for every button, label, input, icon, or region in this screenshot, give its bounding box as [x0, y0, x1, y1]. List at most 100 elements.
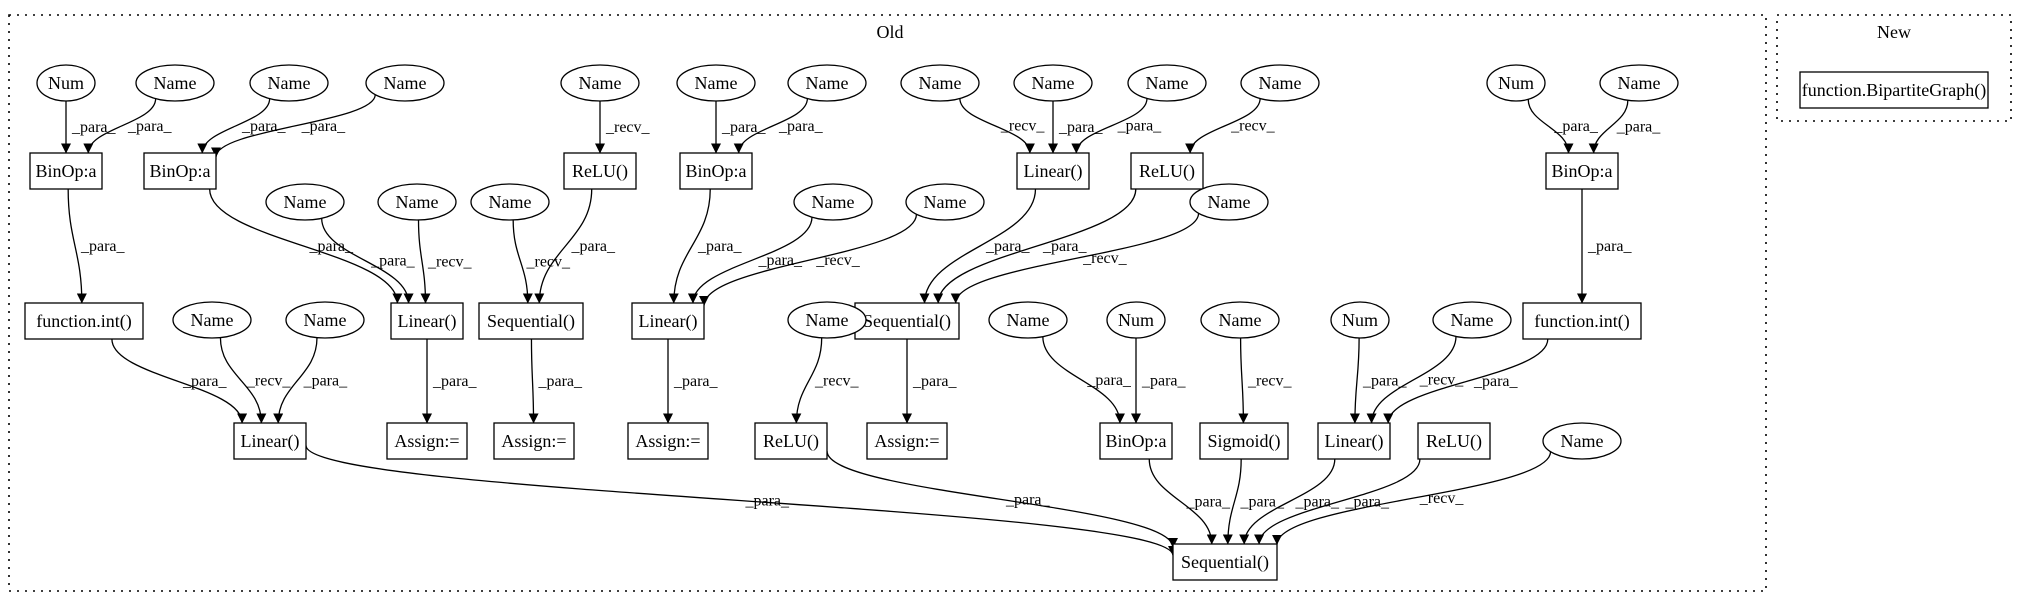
edge-label: _para_ — [1345, 494, 1391, 511]
name-node-u: Name — [787, 301, 867, 339]
name-node-p-label: Name — [489, 192, 532, 212]
name-node-o-label: Name — [396, 192, 439, 212]
sigmoid-node: Sigmoid() — [1199, 422, 1289, 460]
linear-4-node-label: Linear() — [1325, 431, 1384, 452]
name-node-aa-label: Name — [1451, 310, 1494, 330]
edge-label: _para_ — [1117, 118, 1163, 135]
cluster-old-title: Old — [877, 22, 904, 42]
edge-name-s-to-linear-1 — [219, 337, 267, 424]
edge-label: _para_ — [721, 119, 767, 136]
name-node-q: Name — [793, 183, 873, 221]
clusters: Old New — [8, 14, 2012, 592]
relu-1-node-shape — [563, 152, 637, 190]
name-node-h-shape — [900, 64, 980, 102]
name-node-e-label: Name — [579, 73, 622, 93]
num-node-w-label: Num — [1118, 310, 1154, 330]
linear-3-node: Linear() — [631, 302, 705, 340]
name-node-m-label: Name — [1618, 73, 1661, 93]
num-node-l-shape — [1486, 64, 1546, 102]
name-node-r-shape — [905, 183, 985, 221]
assign-4-node: Assign:= — [866, 422, 948, 460]
edge-label: _para_ — [1473, 373, 1519, 390]
binop-2-node: BinOp:a — [143, 152, 217, 190]
edge-name-u-to-relu-3 — [791, 337, 823, 424]
bipartite-node-shape — [1799, 71, 1989, 109]
assign-1-node-label: Assign:= — [394, 431, 459, 451]
bipartite-node: function.BipartiteGraph() — [1799, 71, 1989, 109]
name-node-o: Name — [377, 183, 457, 221]
name-node-k-shape — [1240, 64, 1320, 102]
binop-5-node-label: BinOp:a — [1106, 431, 1167, 451]
edge-label: _recv_ — [1419, 490, 1465, 507]
edge-linear-1-to-sequential-main — [305, 445, 1178, 556]
cluster-old-frame — [8, 14, 1767, 592]
name-node-v-shape — [1189, 183, 1269, 221]
assign-1-node: Assign:= — [386, 422, 468, 460]
relu-4-node-label: ReLU() — [1426, 431, 1482, 452]
edge-label: _recv_ — [1082, 250, 1128, 267]
binop-4-node-label: BinOp:a — [1552, 161, 1613, 181]
edge-label: _para_ — [1141, 373, 1187, 390]
edge-label: _recv_ — [815, 252, 861, 269]
assign-2-node: Assign:= — [493, 422, 575, 460]
name-node-d-label: Name — [384, 73, 427, 93]
relu-3-node-shape — [754, 422, 828, 460]
edge-label: _recv_ — [246, 372, 292, 389]
assign-3-node-shape — [627, 422, 709, 460]
num-node-y-shape — [1330, 301, 1390, 339]
linear-2-node: Linear() — [390, 302, 464, 340]
sequential-2-node-shape — [854, 302, 960, 340]
name-node-d: Name — [365, 64, 445, 102]
edge-label: _para_ — [1295, 494, 1341, 511]
edge-label: _para_ — [182, 373, 228, 390]
binop-1-node-shape — [29, 152, 103, 190]
func-int-2-node-shape — [1522, 302, 1642, 340]
sequential-main-node-label: Sequential() — [1181, 552, 1269, 573]
name-node-f: Name — [676, 64, 756, 102]
name-node-c-shape — [249, 64, 329, 102]
linear-3-node-shape — [631, 302, 705, 340]
name-node-z-label: Name — [1219, 310, 1262, 330]
name-node-h: Name — [900, 64, 980, 102]
name-node-s-shape — [172, 301, 252, 339]
num-node-w: Num — [1106, 301, 1166, 339]
num-node-l-label: Num — [1498, 73, 1534, 93]
name-node-k-label: Name — [1259, 73, 1302, 93]
edge-binop-1-to-func-int-1 — [67, 188, 87, 304]
edge-label: _para_ — [241, 118, 287, 135]
name-node-g: Name — [787, 64, 867, 102]
name-node-x-label: Name — [1007, 310, 1050, 330]
edge-label: _para_ — [1005, 491, 1051, 508]
name-node-t-label: Name — [304, 310, 347, 330]
name-node-n-shape — [265, 183, 345, 221]
edge-relu-1-to-sequential-1 — [534, 188, 593, 304]
name-node-z: Name — [1200, 301, 1280, 339]
relu-3-node-label: ReLU() — [763, 431, 819, 452]
sequential-1-node: Sequential() — [478, 302, 584, 340]
linear-1-node-label: Linear() — [241, 431, 300, 452]
edge-func-int-2-to-linear-4 — [1383, 338, 1549, 424]
linear-4-node: Linear() — [1317, 422, 1391, 460]
edge-label: _para_ — [673, 373, 719, 390]
edge-label: _para_ — [301, 118, 347, 135]
edge-label: _recv_ — [427, 253, 473, 270]
name-node-m-shape — [1599, 64, 1679, 102]
assign-4-node-shape — [866, 422, 948, 460]
name-node-p: Name — [470, 183, 550, 221]
edge-name-n-to-linear-2 — [321, 218, 414, 304]
name-node-ab2-shape — [1542, 422, 1622, 460]
edge-name-k-to-relu-2 — [1185, 98, 1261, 154]
edge-label: _para_ — [745, 492, 791, 509]
name-node-e: Name — [560, 64, 640, 102]
name-node-t-shape — [285, 301, 365, 339]
name-node-s-label: Name — [191, 310, 234, 330]
name-node-b-label: Name — [154, 73, 197, 93]
sequential-main-node-shape — [1172, 543, 1278, 581]
sigmoid-node-label: Sigmoid() — [1207, 431, 1280, 452]
edge-sigmoid-to-sequential-main — [1222, 458, 1242, 545]
edge-name-q-to-linear-3 — [687, 217, 813, 304]
edge-label: _para_ — [71, 119, 117, 136]
num-node-a-label: Num — [48, 73, 84, 93]
edge-label: _para_ — [1042, 238, 1088, 255]
edge-label: _recv_ — [1000, 118, 1046, 135]
